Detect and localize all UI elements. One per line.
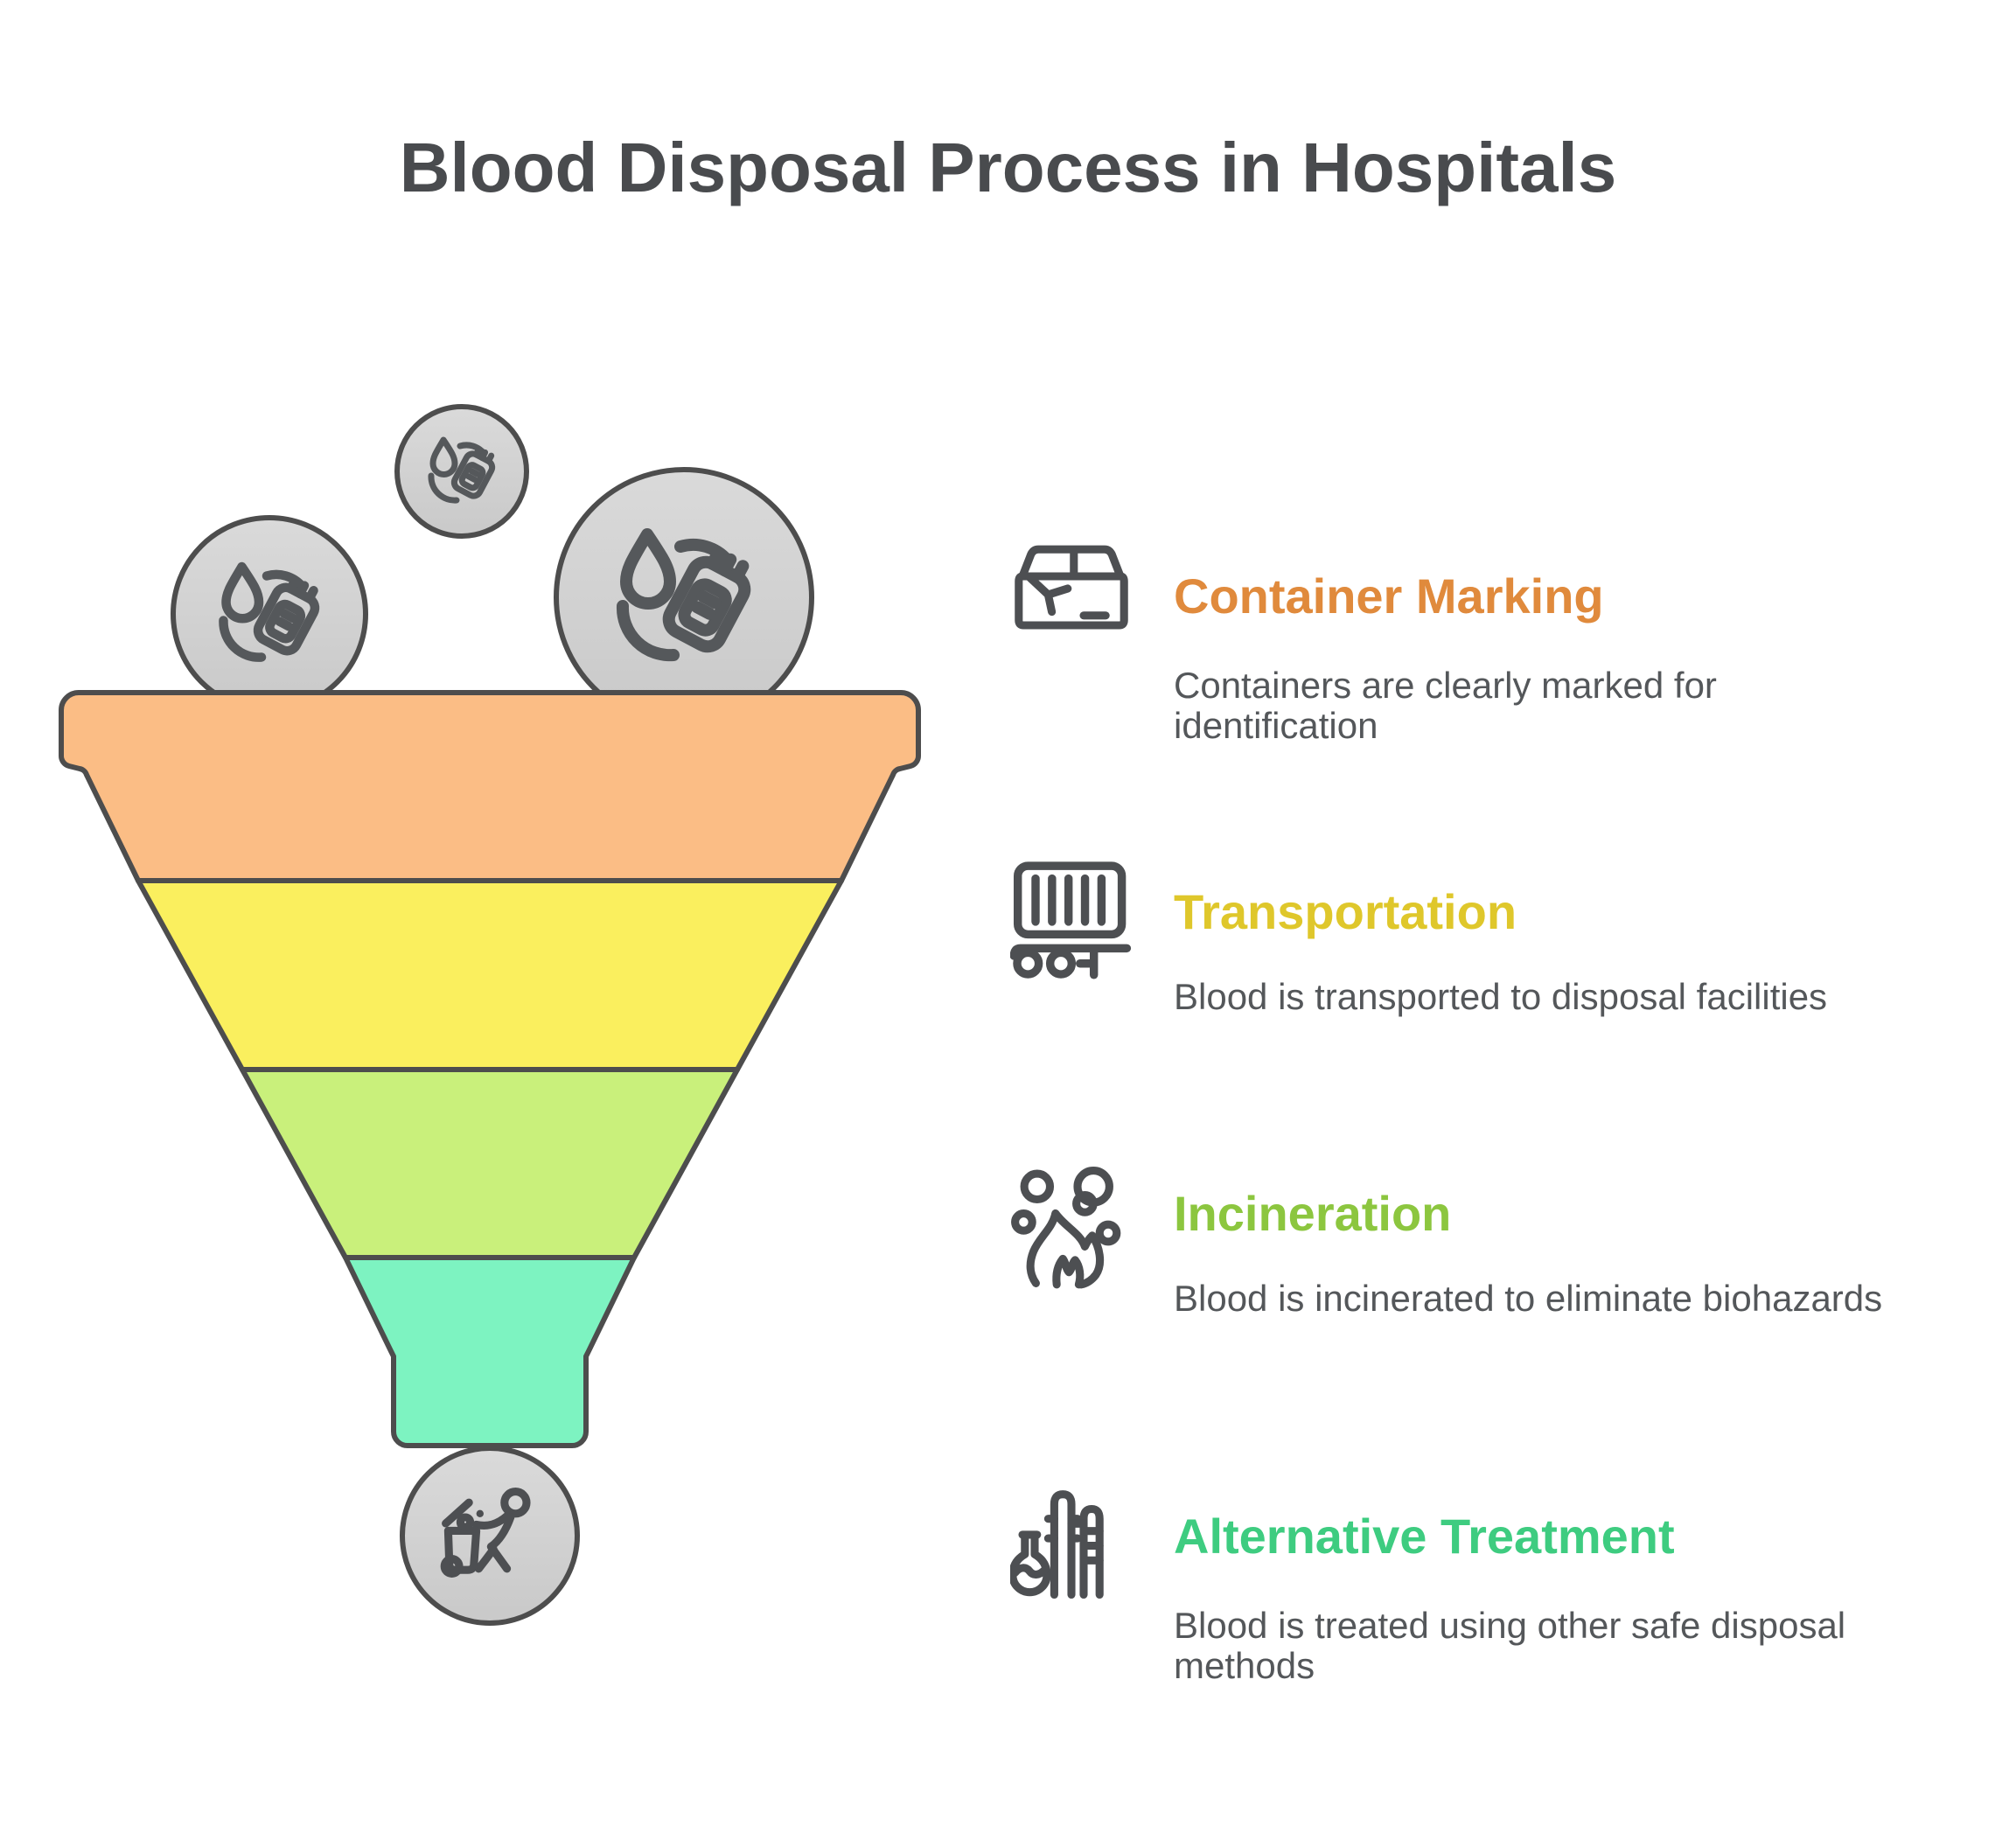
step-title-container-marking: Container Marking (1174, 568, 1604, 624)
funnel-input-circles (171, 404, 814, 728)
step-description-container-marking: Containers are clearly marked for identi… (1174, 665, 1717, 746)
step-description-alternative-treatment: Blood is treated using other safe dispos… (1174, 1605, 1846, 1686)
funnel-graphic (59, 404, 921, 1626)
step-title-incineration: Incineration (1174, 1186, 1452, 1241)
step-text: Incineration Blood is incinerated to eli… (1174, 1151, 1972, 1319)
step-title-transportation: Transportation (1174, 884, 1517, 939)
step-row-alternative-treatment: Alternative Treatment Blood is treated u… (1010, 1466, 1972, 1686)
step-description-transportation: Blood is transported to disposal facilit… (1174, 976, 1828, 1017)
step-row-container-marking: Container Marking Containers are clearly… (1010, 525, 1972, 746)
funnel-output-circle (400, 1446, 580, 1626)
funnel-segments (59, 690, 921, 1448)
step-description-incineration: Blood is incinerated to eliminate biohaz… (1174, 1278, 1883, 1319)
package-box-icon (1015, 545, 1128, 630)
step-title-alternative-treatment: Alternative Treatment (1174, 1509, 1675, 1564)
funnel-segment-alternative-treatment (343, 1255, 637, 1448)
step-text: Alternative Treatment Blood is treated u… (1174, 1466, 1972, 1686)
funnel-segment-container-marking (59, 690, 921, 883)
step-text: Transportation Blood is transported to d… (1174, 843, 1972, 1017)
step-row-incineration: Incineration Blood is incinerated to eli… (1010, 1151, 1972, 1319)
flame-icon (1011, 1167, 1121, 1289)
cargo-container-icon (1010, 861, 1132, 979)
page-title: Blood Disposal Process in Hospitals (399, 129, 1617, 206)
step-text: Container Marking Containers are clearly… (1174, 525, 1972, 746)
funnel-segment-incineration (240, 1067, 740, 1260)
step-row-transportation: Transportation Blood is transported to d… (1010, 843, 1972, 1017)
funnel-segment-transportation (136, 878, 844, 1072)
treatment-plant-icon (1010, 1490, 1104, 1599)
output-circle (400, 1446, 580, 1626)
